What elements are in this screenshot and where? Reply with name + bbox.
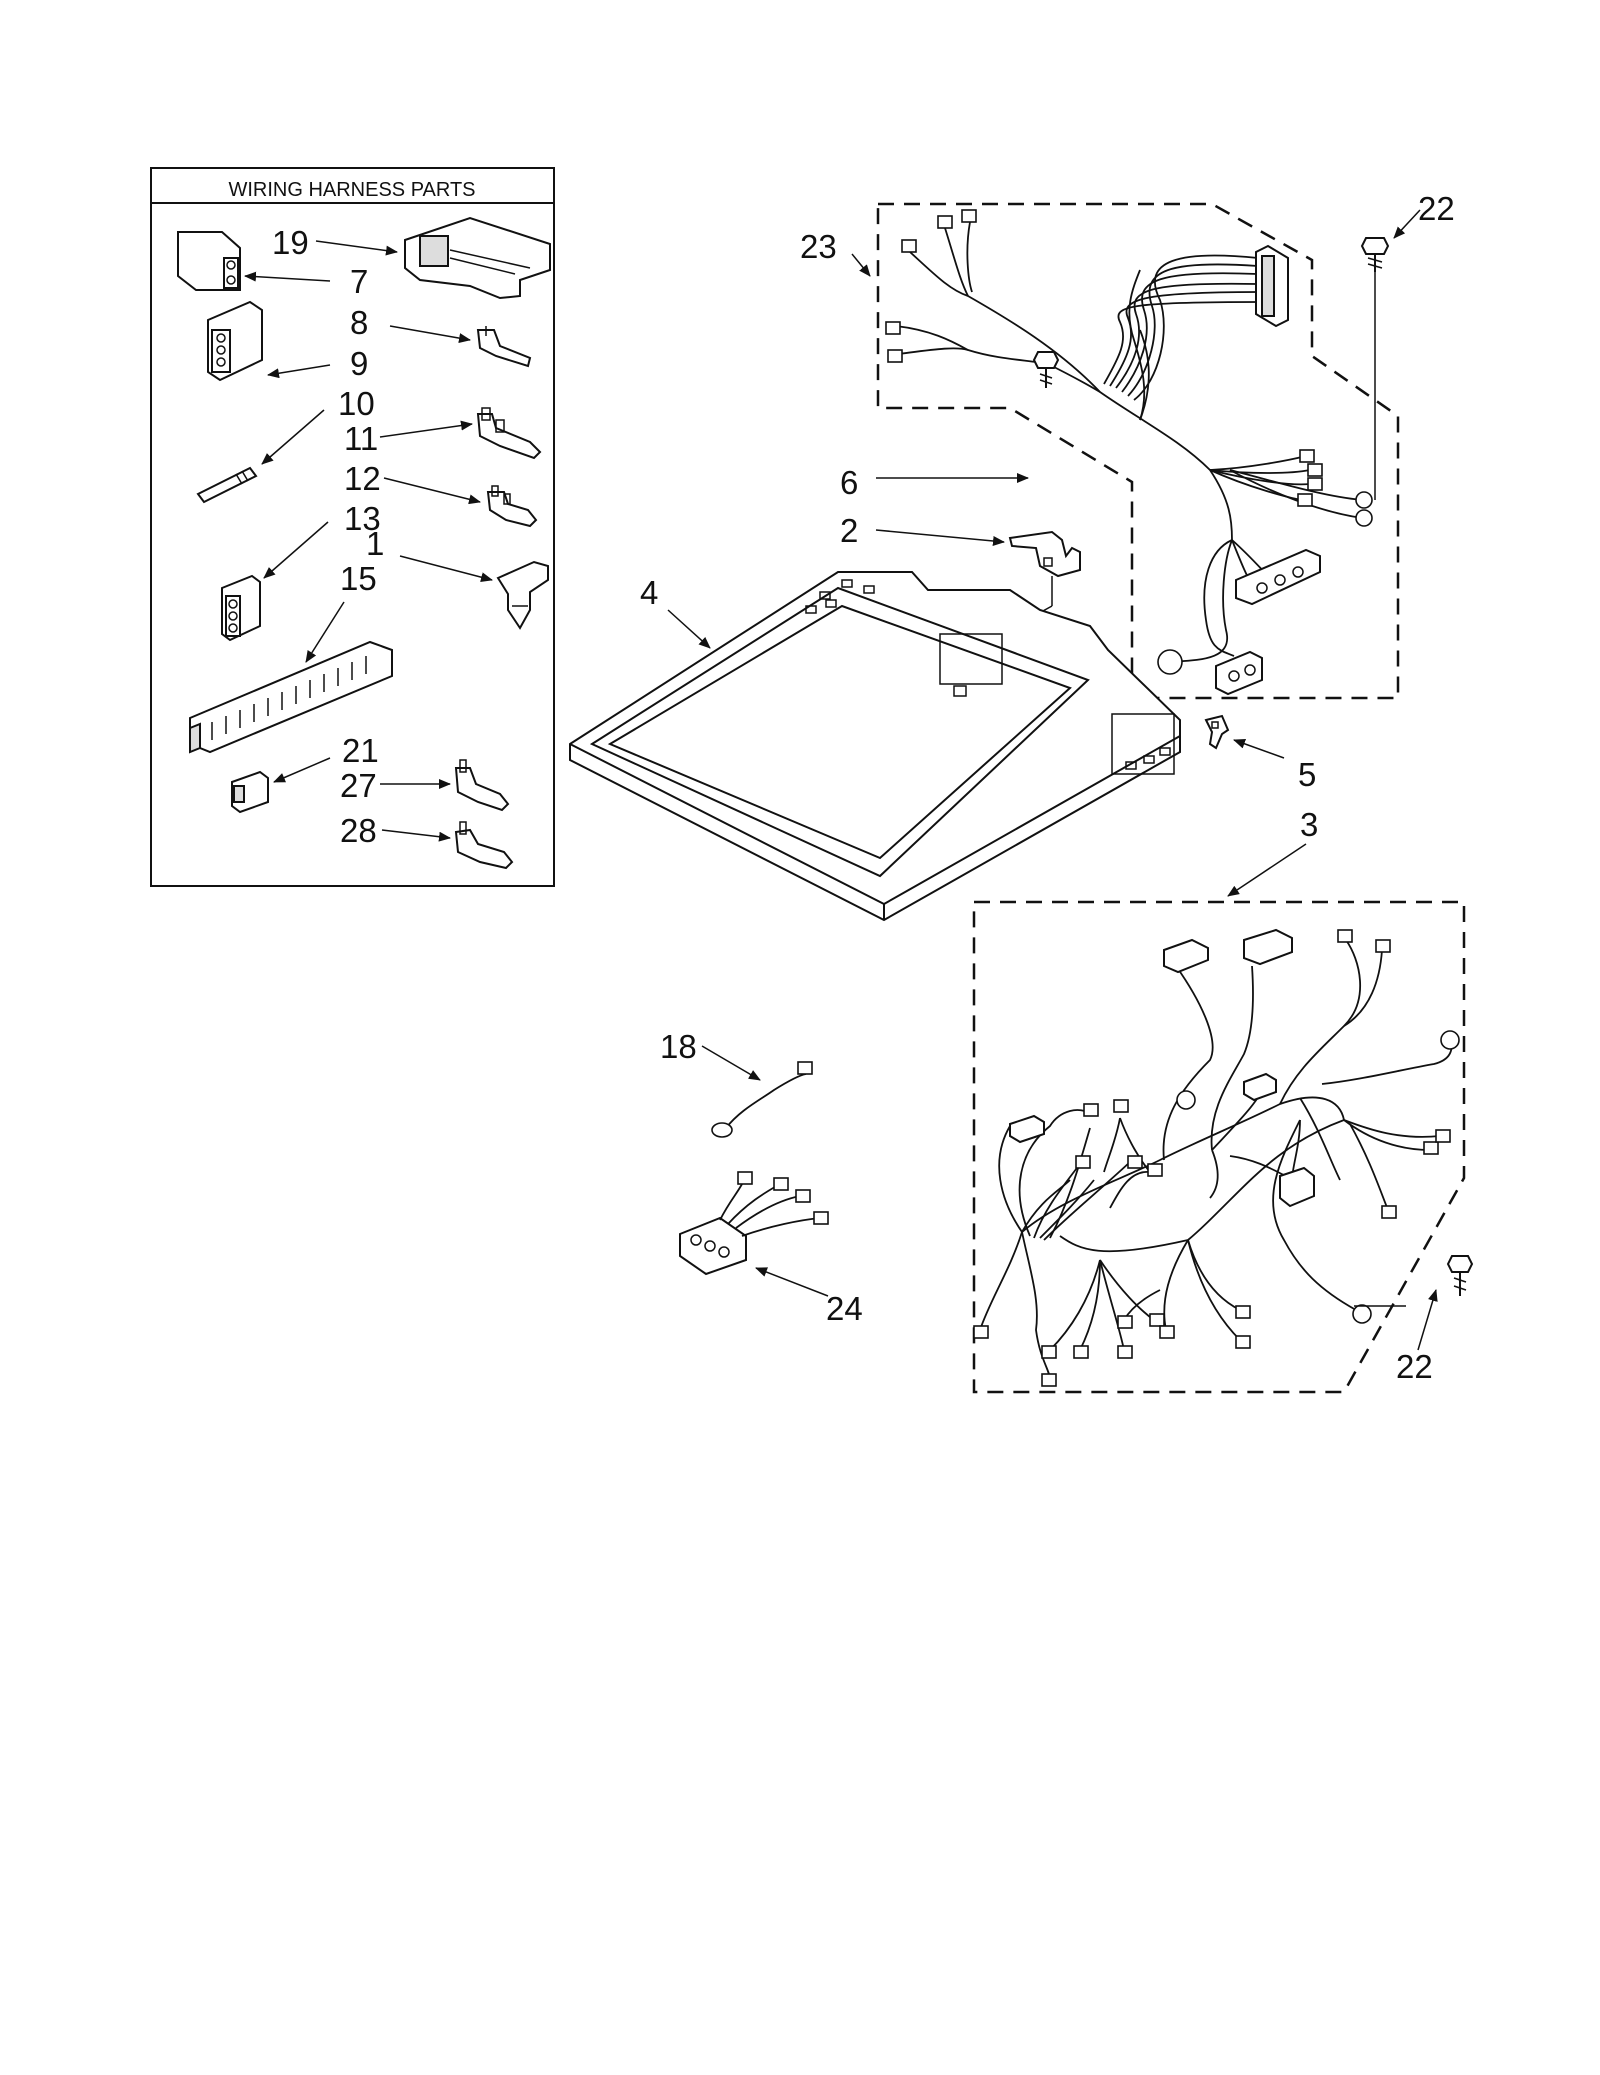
bracket-2 [1008, 530, 1081, 578]
part-10-pin [196, 466, 258, 504]
part-28-terminal [454, 821, 514, 870]
top-panel-holes [805, 579, 1171, 770]
harness-23-plug-connector [1215, 650, 1263, 696]
part-11-terminal [476, 407, 542, 460]
harness-23-group: 23 [800, 202, 1400, 700]
harness-3-connectors [1009, 928, 1315, 1208]
callout-4: 4 [640, 574, 658, 611]
part-7-connector [177, 231, 241, 291]
harness-23-terminals [885, 209, 1373, 527]
wire-18 [711, 1061, 813, 1138]
part-13-connector [221, 574, 261, 642]
harness-3-wires [979, 939, 1453, 1381]
callout-27: 27 [340, 767, 377, 804]
part-1-clip [496, 560, 549, 630]
part-27-terminal [454, 759, 510, 812]
callout-21: 21 [342, 732, 379, 769]
harness-23-dashed-boundary [876, 202, 1400, 700]
callout-13: 13 [344, 500, 381, 537]
inset-title: WIRING HARNESS PARTS [228, 179, 475, 201]
callout-24: 24 [826, 1290, 863, 1327]
top-panel-4 [569, 571, 1181, 922]
part-19-connector-block [404, 216, 551, 300]
harness-3-group: 3 [972, 806, 1466, 1394]
wiring-harness-parts-inset: WIRING HARNESS PARTS 7 19 8 [150, 167, 555, 887]
callout-18: 18 [660, 1028, 697, 1065]
callout-7: 7 [350, 263, 368, 300]
callout-28: 28 [340, 812, 377, 849]
clip-5 [1204, 714, 1230, 750]
callout-5: 5 [1298, 756, 1316, 793]
callout-8: 8 [350, 304, 368, 341]
part-9-connector [207, 300, 263, 382]
callout-12: 12 [344, 460, 381, 497]
callout-6: 6 [840, 464, 858, 501]
callout-2: 2 [840, 512, 858, 549]
callout-22-bottom: 22 [1396, 1348, 1433, 1385]
callout-9: 9 [350, 345, 368, 382]
harness-24 [679, 1171, 829, 1276]
screw-6 [1032, 351, 1060, 388]
harness-23-ribbon-connector [1255, 244, 1289, 328]
callout-3: 3 [1300, 806, 1318, 843]
part-8-terminal [476, 326, 532, 368]
callout-19: 19 [272, 224, 309, 261]
callout-22-top: 22 [1418, 190, 1455, 227]
screw-22-top [1360, 237, 1390, 500]
harness-3-dashed-boundary [972, 900, 1466, 1394]
callout-11: 11 [344, 420, 378, 457]
harness-23-wires [895, 221, 1363, 675]
harness-23-block-connector [1235, 548, 1321, 606]
part-21-connector [231, 770, 269, 814]
callout-10: 10 [338, 385, 375, 422]
harness-3-terminals [973, 929, 1460, 1387]
part-15-terminal-block [189, 640, 393, 754]
callout-1: 1 [366, 525, 384, 562]
callout-23: 23 [800, 228, 837, 265]
part-15-slots [211, 656, 367, 740]
part-12-terminal [486, 485, 538, 528]
callout-15: 15 [340, 560, 377, 597]
screw-22-bottom [1446, 1255, 1474, 1296]
